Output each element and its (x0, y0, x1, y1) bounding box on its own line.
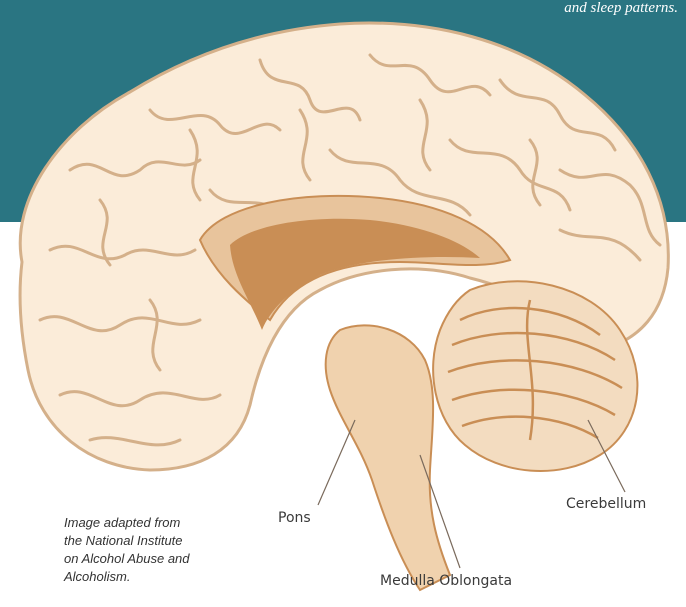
brainstem (326, 325, 450, 590)
credit-line: the National Institute (64, 532, 254, 550)
credit-line: Alcoholism. (64, 568, 254, 586)
credit-line: on Alcohol Abuse and (64, 550, 254, 568)
label-medulla-oblongata: Medulla Oblongata (380, 573, 512, 589)
credit-line: Image adapted from (64, 514, 254, 532)
label-pons: Pons (278, 510, 311, 526)
label-cerebellum: Cerebellum (566, 496, 646, 512)
image-credit: Image adapted from the National Institut… (64, 514, 254, 586)
leader-pons (318, 420, 355, 505)
